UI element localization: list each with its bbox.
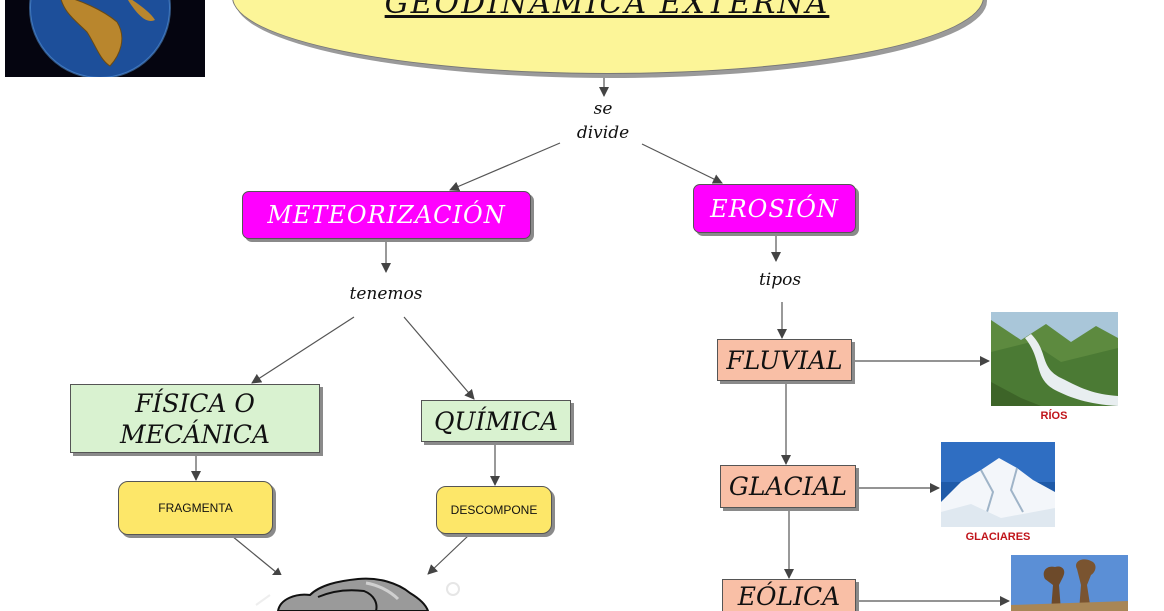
caption-rios: RÍOS	[1040, 410, 1068, 422]
node-quimica: QUÍMICA	[421, 400, 571, 442]
desert-picture	[1011, 555, 1128, 611]
node-glacial: GLACIAL	[720, 465, 856, 508]
node-descompone: DESCOMPONE	[436, 486, 552, 534]
node-fluvial: FLUVIAL	[717, 339, 852, 381]
node-meteorizacion: METEORIZACIÓN	[242, 191, 531, 239]
node-fisica-mecanica: FÍSICA O MECÁNICA	[70, 384, 320, 453]
node-fisica-line-2: MECÁNICA	[120, 419, 270, 449]
arrow-divide-to-meteorizacion	[449, 142, 561, 192]
node-fragmenta: FRAGMENTA	[118, 481, 273, 535]
link-divide: divide	[576, 123, 630, 143]
arrow-tenemos-to-quimica	[403, 316, 475, 400]
glacier-picture	[941, 442, 1055, 527]
caption-glaciares: GLACIARES	[965, 531, 1031, 543]
arrow-descompone-to-rock	[427, 534, 470, 575]
link-tenemos: tenemos	[349, 284, 423, 304]
globe-picture	[5, 0, 205, 77]
link-se: se	[593, 99, 613, 119]
arrow-tenemos-to-fisica	[251, 316, 355, 384]
link-tipos: tipos	[758, 270, 802, 290]
node-eolica: EÓLICA	[722, 579, 856, 611]
node-fisica-line-1: FÍSICA O	[135, 388, 255, 418]
link-se-divide: se divide	[560, 97, 646, 145]
node-erosion: EROSIÓN	[693, 184, 856, 233]
river-picture	[991, 312, 1118, 406]
arrow-divide-to-erosion	[641, 143, 723, 184]
page-title: GEODINÁMICA EXTERNA	[384, 0, 830, 21]
arrow-fragmenta-to-rock	[231, 535, 283, 578]
rock-picture	[248, 575, 468, 611]
